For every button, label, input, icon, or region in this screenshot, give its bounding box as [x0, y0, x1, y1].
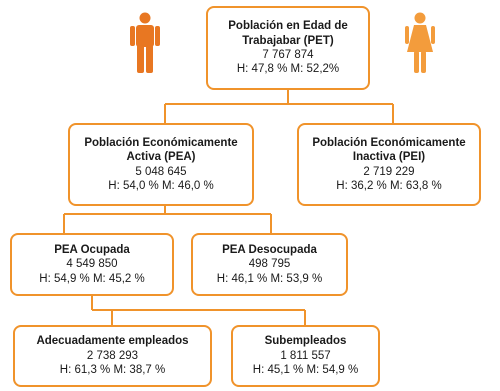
woman-icon: [405, 12, 435, 73]
node-subempleados-value: 1 811 557: [280, 349, 331, 362]
node-adecuadamente-empleados-ratio: H: 61,3 % M: 38,7 %: [59, 364, 166, 377]
node-pet-title-line2: Trabajabar (PET): [242, 34, 334, 47]
node-pea-desocupada-value: 498 795: [248, 258, 291, 271]
node-pea-value: 5 048 645: [135, 165, 187, 178]
node-pea-desocupada: PEA Desocupada 498 795 H: 46,1 % M: 53,9…: [191, 233, 348, 296]
node-pei-ratio: H: 36,2 % M: 63,8 %: [336, 179, 442, 192]
node-pea-desocupada-title: PEA Desocupada: [222, 243, 317, 256]
node-pea-title-line2: Activa (PEA): [126, 151, 196, 164]
node-adecuadamente-empleados-value: 2 738 293: [86, 349, 139, 362]
node-pet-value: 7 767 874: [262, 49, 314, 61]
node-subempleados: Subempleados 1 811 557 H: 45,1 % M: 54,9…: [231, 325, 380, 387]
node-pea-desocupada-ratio: H: 46,1 % M: 53,9 %: [216, 272, 323, 285]
node-adecuadamente-empleados: Adecuadamente empleados 2 738 293 H: 61,…: [13, 325, 212, 387]
node-pea-ocupada-ratio: H: 54,9 % M: 45,2 %: [39, 272, 145, 285]
node-pea-ocupada-value: 4 549 850: [66, 258, 118, 271]
node-pea-title-line1: Población Económicamente: [84, 136, 238, 149]
node-pea: Población Económicamente Activa (PEA) 5 …: [68, 123, 254, 206]
node-pet-ratio: H: 47,8 % M: 52,2%: [236, 63, 340, 76]
node-subempleados-title: Subempleados: [264, 335, 347, 348]
node-pet-title-line1: Población en Edad de: [228, 20, 348, 33]
node-pea-ocupada-title: PEA Ocupada: [54, 243, 130, 256]
node-adecuadamente-empleados-title: Adecuadamente empleados: [36, 335, 189, 348]
node-pei: Población Económicamente Inactiva (PEI) …: [297, 123, 481, 206]
node-pei-title-line1: Población Económicamente: [312, 136, 466, 149]
node-pei-title-line2: Inactiva (PEI): [352, 151, 426, 164]
man-icon: [130, 12, 160, 73]
node-subempleados-ratio: H: 45,1 % M: 54,9 %: [252, 364, 359, 377]
node-pet: Población en Edad de Trabajabar (PET) 7 …: [206, 6, 370, 90]
node-pea-ratio: H: 54,0 % M: 46,0 %: [108, 179, 214, 192]
node-pea-ocupada: PEA Ocupada 4 549 850 H: 54,9 % M: 45,2 …: [10, 233, 174, 296]
node-pei-value: 2 719 229: [363, 165, 415, 178]
